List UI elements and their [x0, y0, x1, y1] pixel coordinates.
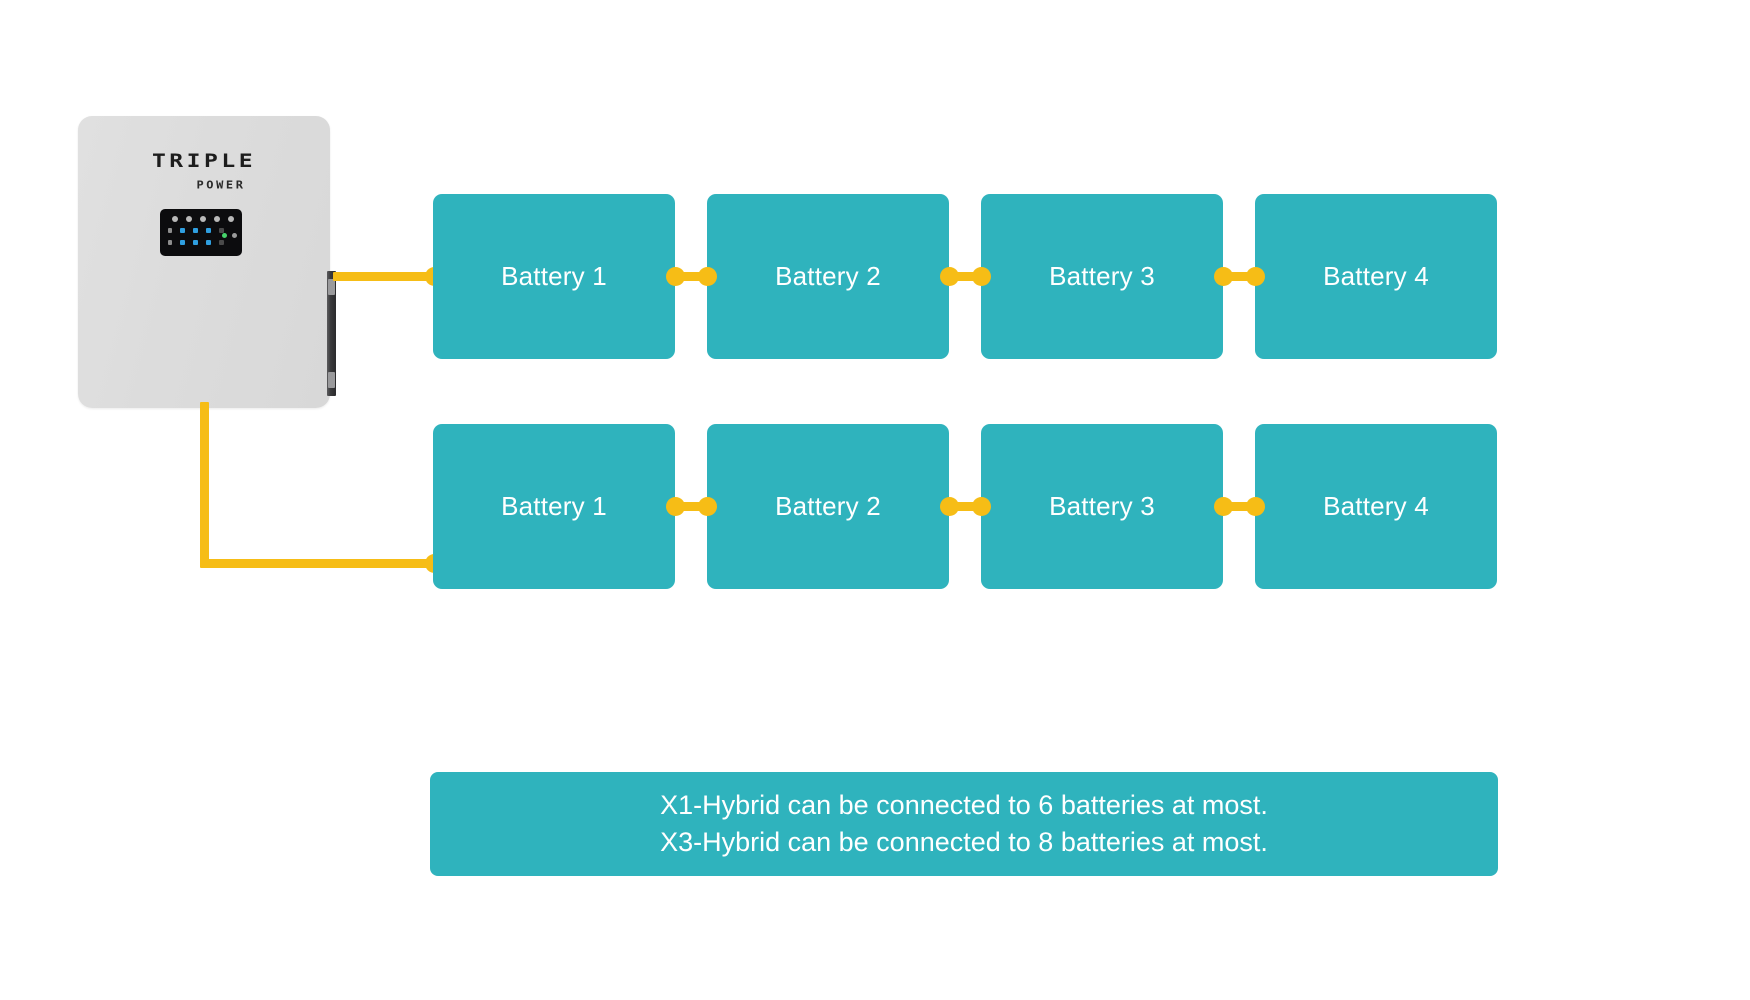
led-row-lower-marker — [168, 240, 172, 245]
led-row-upper-marker — [168, 228, 172, 233]
battery-label: Battery 2 — [775, 261, 881, 291]
connector-row2-3-4 — [1214, 497, 1265, 516]
led-lower-2 — [193, 240, 198, 245]
pv-icon — [172, 216, 178, 222]
connector-knob-left — [666, 497, 685, 516]
connector-bar — [1221, 272, 1258, 281]
battery-label: Battery 3 — [1049, 491, 1155, 521]
panel-status-indicators — [222, 233, 237, 238]
inverter-brand-logo: TRIPLE POWER — [78, 150, 330, 191]
connector-bar — [673, 272, 710, 281]
led-lower-4 — [219, 240, 224, 245]
battery-label: Battery 4 — [1323, 491, 1429, 521]
led-upper-1 — [180, 228, 185, 233]
connector-knob-left — [940, 267, 959, 286]
connector-bar — [947, 502, 984, 511]
fault-icon — [228, 216, 234, 222]
connector-knob-right — [1246, 267, 1265, 286]
cable-inverter-drop-row2 — [200, 402, 209, 564]
connector-row1-3-4 — [1214, 267, 1265, 286]
grid-icon — [200, 216, 206, 222]
battery-box-row2-3: Battery 3 — [981, 424, 1223, 589]
battery-box-row1-4: Battery 4 — [1255, 194, 1497, 359]
connector-bar — [947, 272, 984, 281]
battery-label: Battery 3 — [1049, 261, 1155, 291]
connector-knob-right — [972, 497, 991, 516]
connector-knob-right — [1246, 497, 1265, 516]
cable-inverter-to-row1 — [333, 272, 443, 281]
status-led-grey-icon — [232, 233, 237, 238]
battery-box-row2-4: Battery 4 — [1255, 424, 1497, 589]
connector-row2-2-3 — [940, 497, 991, 516]
inverter-side-port — [327, 271, 336, 396]
battery-label: Battery 4 — [1323, 261, 1429, 291]
led-upper-4 — [219, 228, 224, 233]
connector-row2-1-2 — [666, 497, 717, 516]
battery-icon — [186, 216, 192, 222]
connector-knob-left — [666, 267, 685, 286]
battery-label: Battery 1 — [501, 491, 607, 521]
led-row-upper — [168, 228, 224, 233]
battery-label: Battery 1 — [501, 261, 607, 291]
connector-knob-right — [698, 267, 717, 286]
status-led-green-icon — [222, 233, 227, 238]
battery-box-row1-3: Battery 3 — [981, 194, 1223, 359]
led-lower-1 — [180, 240, 185, 245]
connector-row1-2-3 — [940, 267, 991, 286]
connector-bar — [1221, 502, 1258, 511]
led-lower-3 — [206, 240, 211, 245]
info-banner: X1-Hybrid can be connected to 6 batterie… — [430, 772, 1498, 876]
cable-run-to-row2 — [200, 559, 443, 568]
brand-name-triple: TRIPLE — [151, 150, 257, 172]
connector-knob-left — [1214, 497, 1233, 516]
inverter-led-panel — [160, 209, 242, 256]
battery-box-row2-1: Battery 1 — [433, 424, 675, 589]
info-banner-line-1: X1-Hybrid can be connected to 6 batterie… — [660, 789, 1268, 820]
connector-knob-right — [972, 267, 991, 286]
connector-knob-left — [940, 497, 959, 516]
battery-label: Battery 2 — [775, 491, 881, 521]
battery-box-row2-2: Battery 2 — [707, 424, 949, 589]
battery-box-row1-1: Battery 1 — [433, 194, 675, 359]
led-upper-3 — [206, 228, 211, 233]
inverter-unit: TRIPLE POWER — [78, 116, 336, 408]
brand-name-power: POWER — [196, 178, 246, 192]
connector-knob-left — [1214, 267, 1233, 286]
panel-status-icon-group — [172, 216, 234, 222]
battery-box-row1-2: Battery 2 — [707, 194, 949, 359]
connector-row1-1-2 — [666, 267, 717, 286]
led-row-lower — [168, 240, 224, 245]
load-icon — [214, 216, 220, 222]
connector-bar — [673, 502, 710, 511]
connector-knob-right — [698, 497, 717, 516]
info-banner-line-2: X3-Hybrid can be connected to 8 batterie… — [660, 827, 1268, 857]
led-upper-2 — [193, 228, 198, 233]
